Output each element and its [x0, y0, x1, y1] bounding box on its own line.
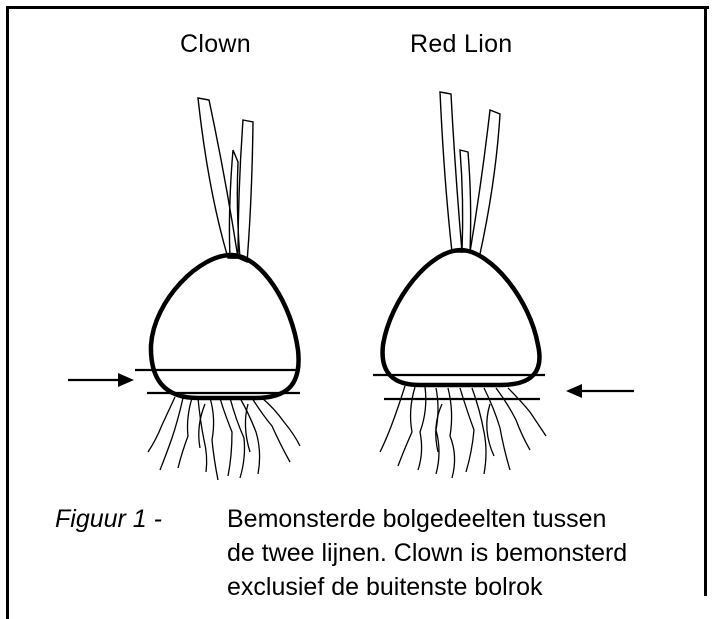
- red-lion-leaves: [440, 92, 500, 254]
- figure-caption-prefix: Figuur 1 -: [55, 502, 162, 536]
- caption-line: Bemonsterde bolgedeelten tussen: [227, 502, 687, 536]
- caption-line: de twee lijnen. Clown is bemonsterd: [227, 536, 687, 570]
- red-lion-bulb-body: [383, 250, 540, 385]
- clown-leaves: [198, 98, 253, 262]
- red-lion-bulb: [373, 92, 634, 478]
- red-lion-arrow: [566, 384, 634, 398]
- clown-bulb: [68, 98, 300, 480]
- figure-caption-text: Bemonsterde bolgedeelten tussen de twee …: [227, 502, 687, 604]
- clown-roots: [148, 397, 300, 480]
- caption-line: exclusief de buitenste bolrok: [227, 570, 687, 604]
- clown-arrow: [68, 373, 134, 387]
- clown-bulb-body: [151, 255, 299, 398]
